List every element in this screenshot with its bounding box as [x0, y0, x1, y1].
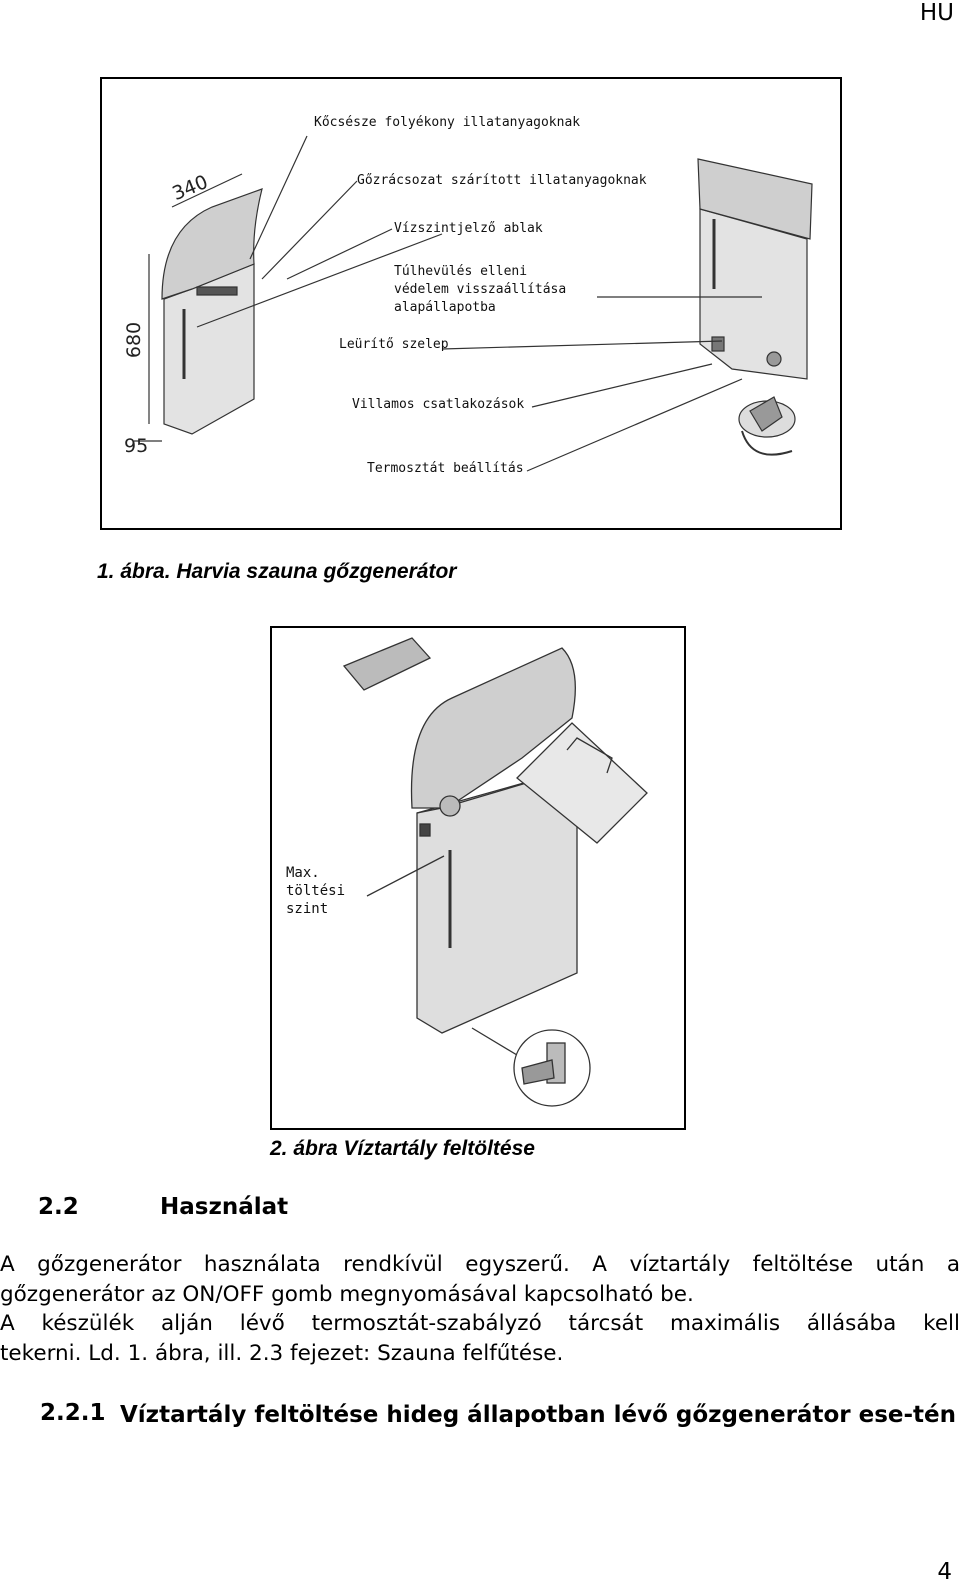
figure-1-caption: 1. ábra. Harvia szauna gőzgenerátor [97, 560, 457, 583]
body-line: tekerni. Ld. 1. ábra, ill. 2.3 fejezet: … [0, 1340, 564, 1366]
label-overheat-reset-2: védelem visszaállítása [394, 282, 567, 297]
page-number: 4 [937, 1559, 952, 1585]
label-drain-valve: Leürítő szelep [339, 337, 449, 352]
figure-1-drawing [134, 135, 813, 472]
label-max-fill-level: Max. töltési szint [286, 864, 345, 918]
label-wick-bowl: Kőcsésze folyékony illatanyagoknak [314, 115, 581, 130]
body-paragraph: A gőzgenerátor használata rendkívül egys… [0, 1250, 960, 1368]
dimension-height: 680 [123, 321, 146, 359]
label-level-window: Vízszintjelző ablak [394, 221, 543, 236]
body-line: gőzgenerátor az ON/OFF gomb megnyomásáva… [0, 1281, 694, 1307]
label-max-line-1: Max. [286, 865, 320, 881]
body-line: A gőzgenerátor használata rendkívül egys… [0, 1252, 960, 1277]
label-overheat-reset-3: alapállapotba [394, 300, 496, 315]
figure-2-caption: 2. ábra Víztartály feltöltése [270, 1137, 535, 1160]
language-code: HU [919, 0, 954, 26]
label-max-line-3: szint [286, 901, 329, 917]
dimension-depth: 95 [124, 435, 149, 457]
figure-2-drawing [342, 637, 648, 1107]
body-line: A készülék alján lévő termosztát-szabály… [0, 1311, 960, 1336]
label-thermostat: Termosztát beállítás [367, 461, 524, 476]
label-steam-grid: Gőzrácsozat szárított illatanyagoknak [357, 173, 647, 188]
figure-2-tank-filling: Max. töltési szint [270, 626, 686, 1130]
figure-1-steam-generator: Kőcsésze folyékony illatanyagoknak Gőzrá… [100, 77, 842, 530]
label-electrical: Villamos csatlakozások [352, 397, 525, 412]
subsection-number: 2.2.1 [40, 1400, 106, 1426]
section-title: Használat [160, 1194, 289, 1220]
label-overheat-reset-1: Túlhevülés elleni [394, 264, 528, 279]
section-number: 2.2 [38, 1194, 79, 1220]
subsection-title: Víztartály feltöltése hideg állapotban l… [120, 1402, 956, 1428]
label-max-line-2: töltési [286, 883, 346, 899]
